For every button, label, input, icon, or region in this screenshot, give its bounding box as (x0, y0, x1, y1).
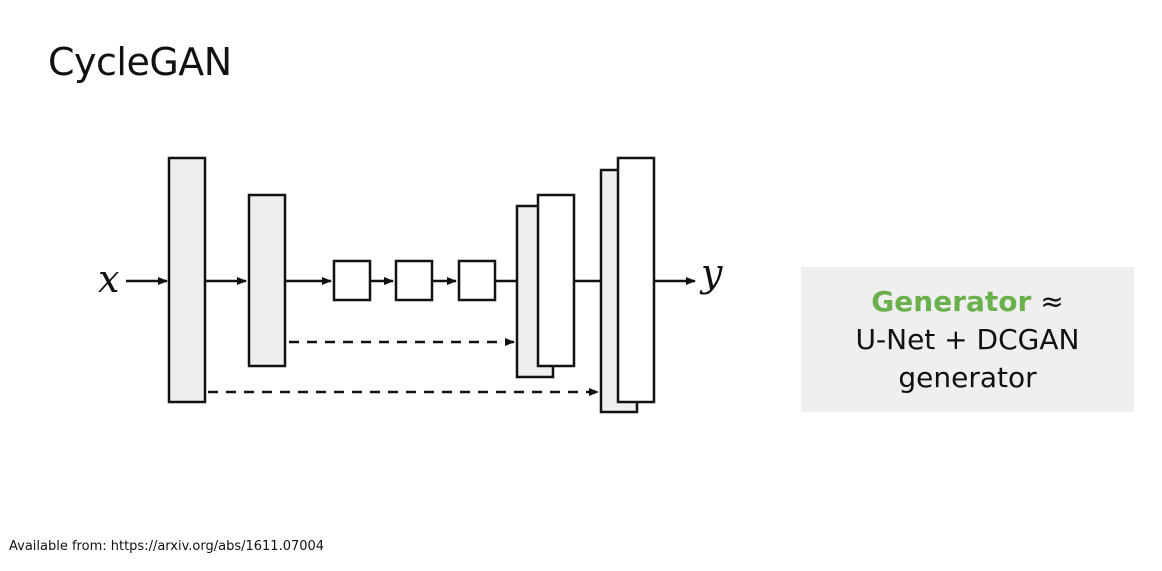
bottleneck-block-3 (457, 259, 497, 302)
encoder-block-1 (167, 156, 207, 404)
decoder-block-2 (616, 156, 656, 404)
generator-callout: Generator ≈ U-Net + DCGAN generator (801, 267, 1134, 412)
encoder-block-2 (247, 193, 287, 368)
callout-line-3: generator (898, 360, 1037, 394)
callout-line-2: U-Net + DCGAN (855, 322, 1080, 356)
bottleneck-block-1 (332, 259, 372, 302)
slide-title: CycleGAN (48, 40, 232, 84)
callout-highlight: Generator (871, 284, 1032, 318)
decoder-block-1 (536, 193, 576, 368)
callout-line-1: Generator ≈ (871, 283, 1063, 321)
output-label: y (699, 251, 723, 295)
input-label: x (98, 257, 119, 301)
callout-approx-symbol: ≈ (1040, 284, 1064, 318)
source-footnote: Available from: https://arxiv.org/abs/16… (9, 539, 325, 554)
bottleneck-block-2 (394, 259, 434, 302)
